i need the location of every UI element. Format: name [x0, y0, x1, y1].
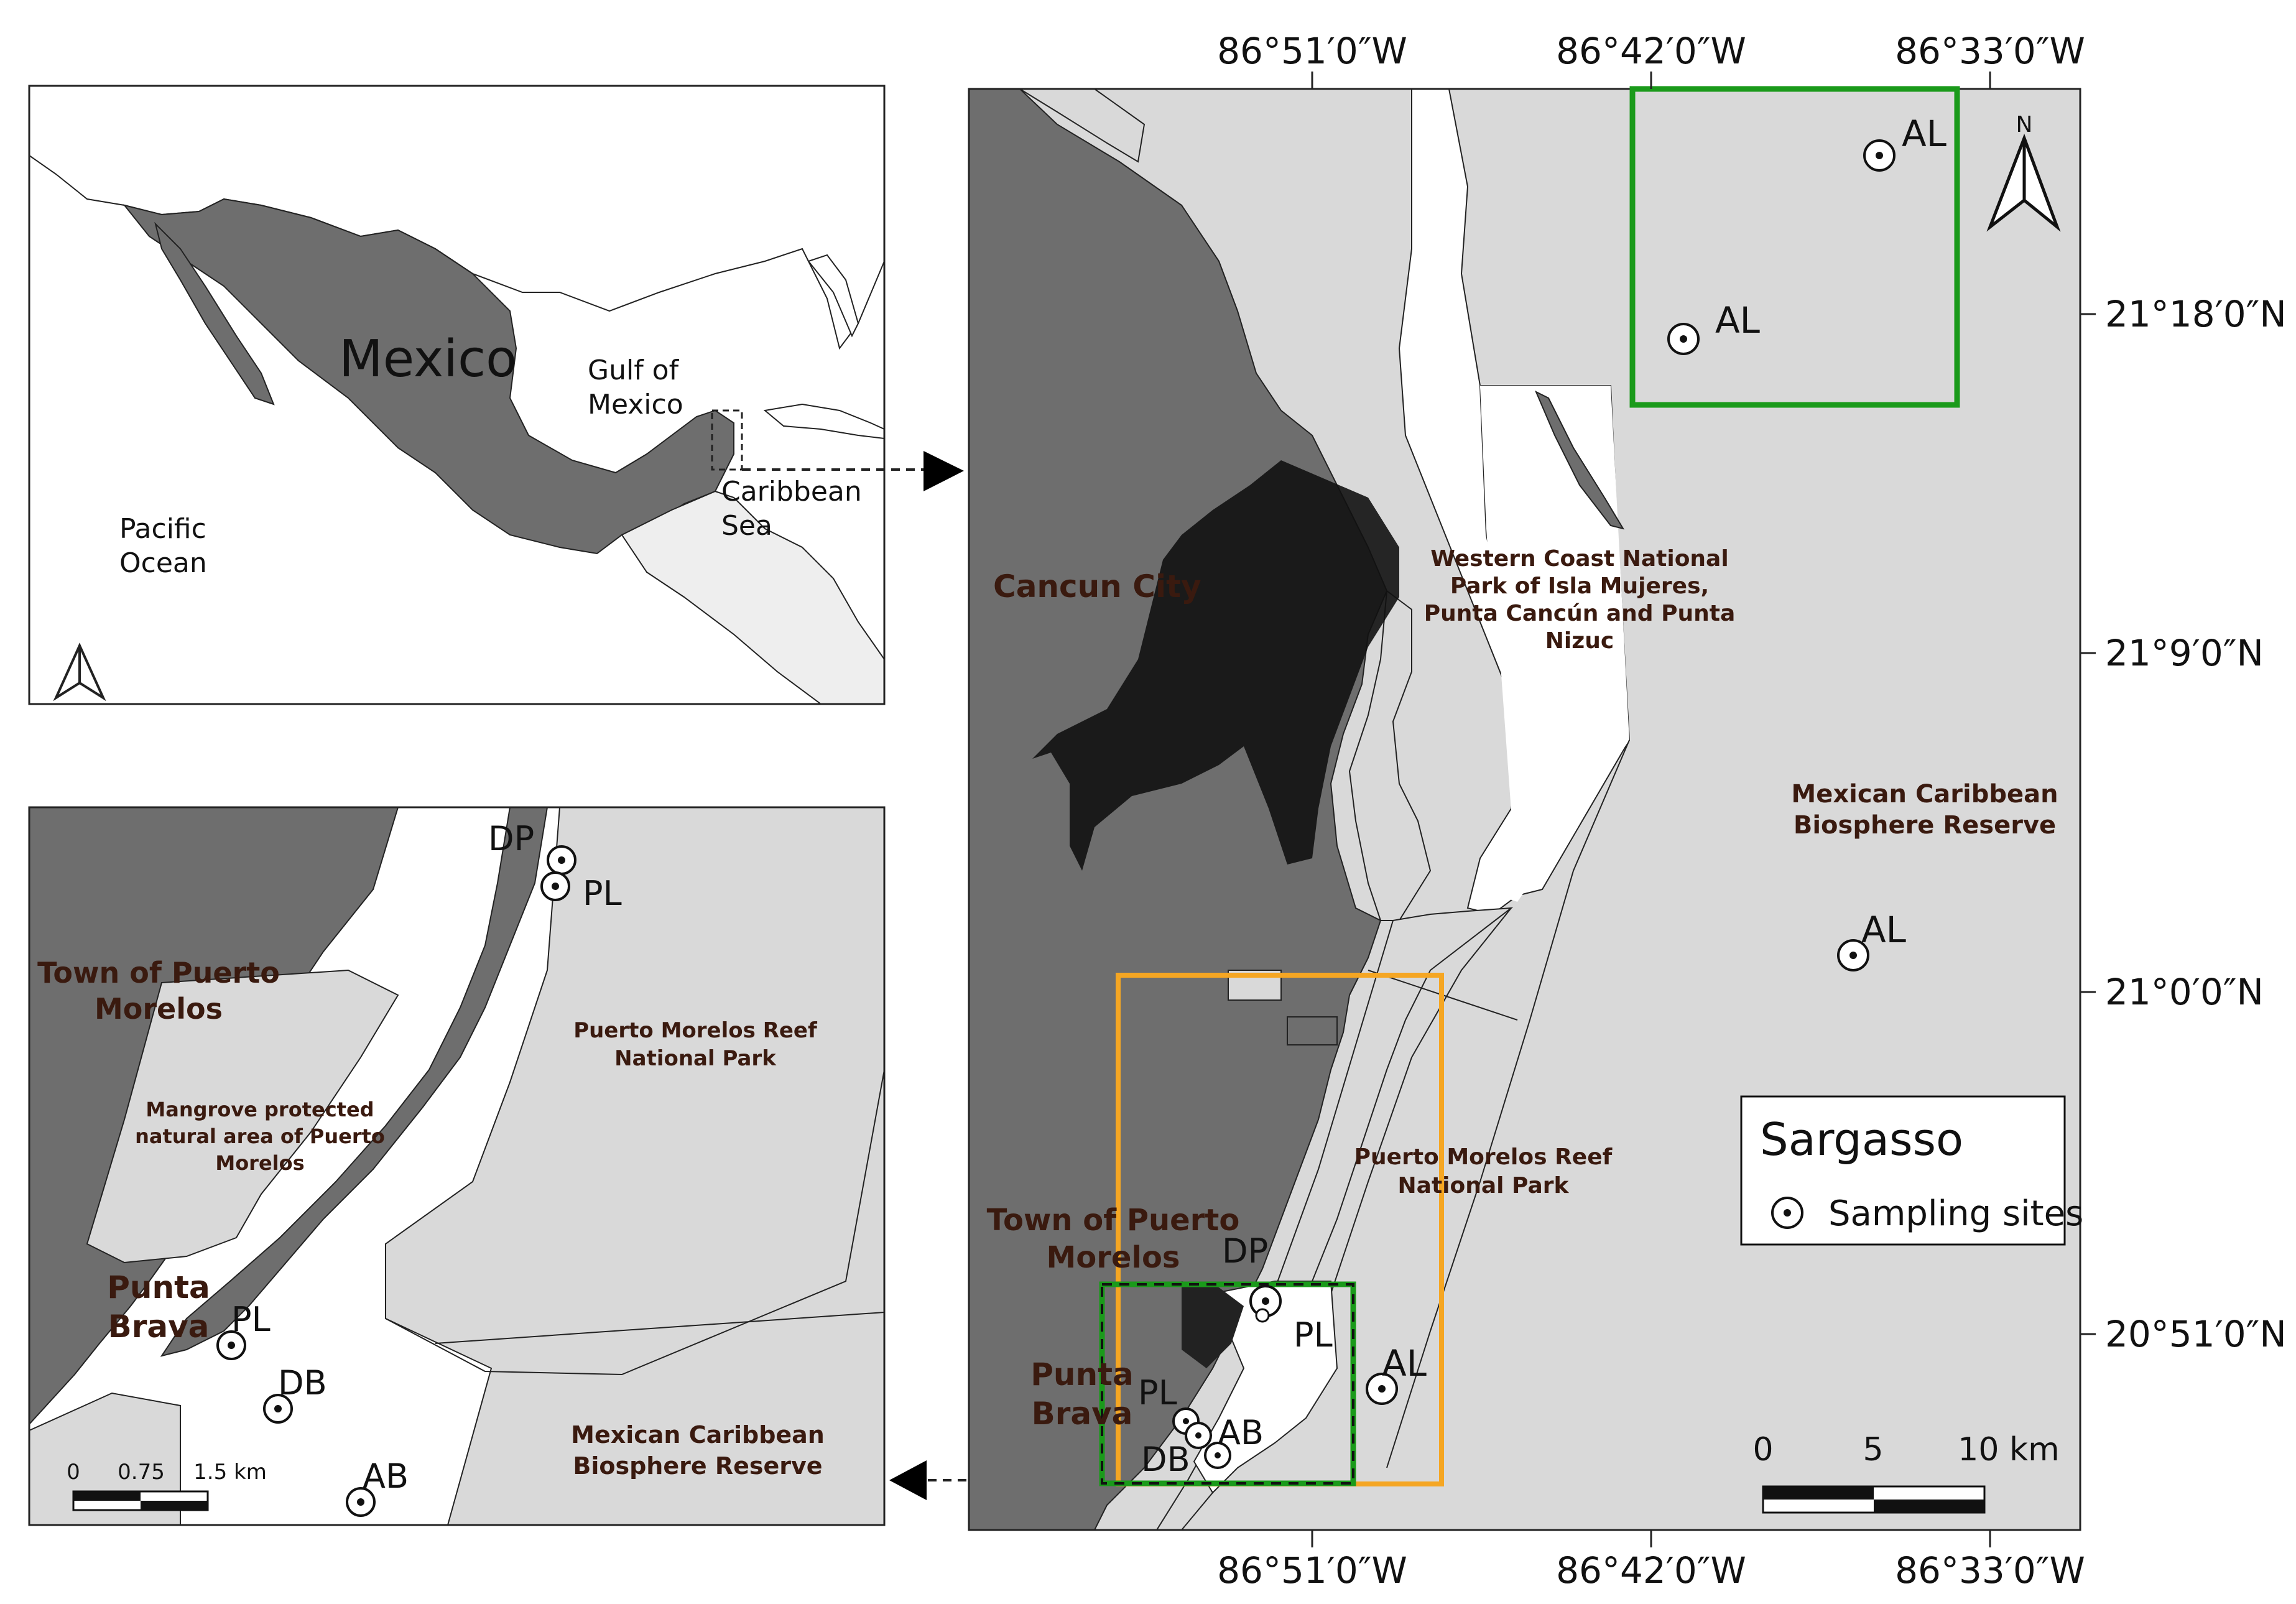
punta-brava-label-2: Brava: [1032, 1396, 1133, 1432]
site-marker-ab: AB: [346, 1457, 409, 1517]
caribbean-label-1: Caribbean: [721, 476, 862, 508]
svg-text:AB: AB: [363, 1457, 409, 1496]
svg-text:0: 0: [67, 1460, 80, 1485]
site-marker-db: DB: [1141, 1440, 1231, 1479]
punta-brava-label-1: Punta: [1030, 1356, 1133, 1393]
svg-text:PL: PL: [1138, 1373, 1177, 1412]
lon-tick-bottom-2: 86°42′0″W: [1556, 1549, 1746, 1592]
pacific-label-2: Ocean: [119, 547, 207, 579]
reef-park-label-2: National Park: [1398, 1173, 1570, 1198]
biosphere-label-2: Biosphere Reserve: [573, 1452, 822, 1480]
lon-tick-top-1: 86°51′0″W: [1217, 30, 1407, 72]
svg-text:1.5 km: 1.5 km: [193, 1460, 267, 1485]
town-label-1: Town of Puerto: [987, 1203, 1240, 1238]
florida: [807, 254, 859, 338]
svg-text:AL: AL: [1715, 299, 1760, 341]
sampling-site-icon: [1771, 1197, 1803, 1229]
site-marker-pl: PL: [1255, 1308, 1333, 1355]
svg-text:PL: PL: [1294, 1315, 1333, 1355]
svg-text:0: 0: [1752, 1431, 1773, 1468]
lat-tick-3: 21°0′0″N: [2105, 971, 2264, 1013]
lat-tick-4: 20°51′0″N: [2105, 1313, 2287, 1355]
svg-text:10 km: 10 km: [1958, 1431, 2059, 1468]
town-label-1: Town of Puerto: [37, 956, 280, 990]
biosphere-label-1: Mexican Caribbean: [1791, 780, 2058, 809]
cancun-label: Cancun City: [993, 568, 1201, 605]
baja-california: [154, 221, 275, 406]
site-marker-dp: DP: [488, 819, 576, 875]
site-marker-al: AL: [1837, 909, 1906, 971]
study-box-green-north: [1629, 86, 1960, 408]
reef-park-boundary: [385, 807, 884, 1376]
svg-text:N: N: [2016, 112, 2033, 137]
gulf-label-1: Gulf of: [588, 355, 680, 386]
isla-mujeres: [1535, 390, 1625, 530]
biosphere-label-2: Biosphere Reserve: [1794, 811, 2056, 840]
legend-entry: Sampling sites: [1828, 1194, 2083, 1234]
scale-bar-main: 0 5 10 km: [1752, 1431, 2060, 1514]
punta-brava-label-1: Punta: [107, 1269, 210, 1305]
mangrove-label-2: natural area of Puerto: [135, 1124, 385, 1148]
svg-text:AL: AL: [1861, 909, 1906, 951]
town-label-2: Morelos: [1047, 1240, 1180, 1275]
caribbean-label-2: Sea: [721, 510, 772, 542]
yucatan-mainland: [969, 89, 1388, 1530]
isla-mujeres-label-2: Park of Isla Mujeres,: [1450, 573, 1709, 599]
cancun-urban-area: [1032, 460, 1399, 871]
cuba-island: [763, 403, 884, 440]
svg-text:0.75: 0.75: [118, 1460, 165, 1485]
mangrove-area: [86, 969, 399, 1264]
punta-brava-label-2: Brava: [108, 1309, 210, 1345]
pacific-label-1: Pacific: [119, 513, 206, 545]
lat-tick-1: 21°18′0″N: [2105, 293, 2287, 335]
isla-mujeres-label-1: Western Coast National: [1430, 546, 1728, 572]
svg-text:AL: AL: [1382, 1342, 1427, 1384]
svg-text:DB: DB: [1141, 1440, 1190, 1479]
site-marker-al: AL: [1667, 299, 1760, 355]
svg-text:AL: AL: [1902, 113, 1947, 155]
isla-mujeres-label-4: Nizuc: [1545, 628, 1614, 654]
lon-tick-bottom-3: 86°33′0″W: [1895, 1549, 2085, 1592]
svg-text:5: 5: [1863, 1431, 1883, 1468]
lon-tick-bottom-1: 86°51′0″W: [1217, 1549, 1407, 1592]
svg-text:PL: PL: [583, 874, 622, 913]
gulf-label-2: Mexico: [588, 389, 683, 420]
puerto-morelos-inset-map: Town of Puerto Morelos Mangrove protecte…: [28, 806, 886, 1526]
mangrove-label-3: Morelos: [215, 1151, 304, 1175]
mangrove-label-1: Mangrove protected: [146, 1098, 374, 1121]
lat-tick-2: 21°9′0″N: [2105, 632, 2264, 674]
isla-mujeres-label-3: Punta Cancún and Punta: [1424, 601, 1736, 626]
biosphere-label-1: Mexican Caribbean: [571, 1421, 825, 1449]
site-marker-db: DB: [263, 1363, 327, 1424]
scale-bar-inset: 0 0.75 1.5 km: [67, 1460, 267, 1511]
svg-text:DP: DP: [488, 819, 534, 858]
site-marker-dp: DP: [1222, 1231, 1282, 1317]
main-map: 86°51′0″W 86°42′0″W 86°33′0″W 86°51′0″W …: [968, 30, 2287, 1592]
central-america: [621, 490, 884, 704]
reef-park-label-1: Puerto Morelos Reef: [1354, 1144, 1613, 1170]
reef-park-label-1: Puerto Morelos Reef: [573, 1018, 818, 1043]
legend-title: Sargasso: [1760, 1113, 1963, 1166]
site-marker-al: AL: [1366, 1342, 1427, 1405]
legend: Sargasso Sampling sites: [1740, 1095, 2083, 1246]
north-arrow-icon: [53, 642, 106, 702]
lon-tick-top-3: 86°33′0″W: [1895, 30, 2085, 72]
coastal-strip: [160, 807, 549, 1357]
svg-text:DP: DP: [1222, 1231, 1268, 1271]
town-label-2: Morelos: [95, 992, 223, 1026]
lon-tick-top-2: 86°42′0″W: [1556, 30, 1746, 72]
mexico-inset-map: Mexico Gulf of Mexico Caribbean Sea Paci…: [28, 85, 886, 705]
reef-park-label-2: National Park: [614, 1046, 777, 1071]
north-arrow-icon: N: [1986, 112, 2061, 232]
study-area-box: [711, 409, 743, 471]
mexico-label: Mexico: [339, 330, 517, 389]
site-marker-pl: PL: [540, 871, 622, 913]
site-marker-pl: PL: [216, 1300, 271, 1360]
site-marker-al: AL: [1863, 113, 1947, 172]
svg-text:PL: PL: [231, 1300, 271, 1339]
svg-text:DB: DB: [278, 1363, 327, 1402]
